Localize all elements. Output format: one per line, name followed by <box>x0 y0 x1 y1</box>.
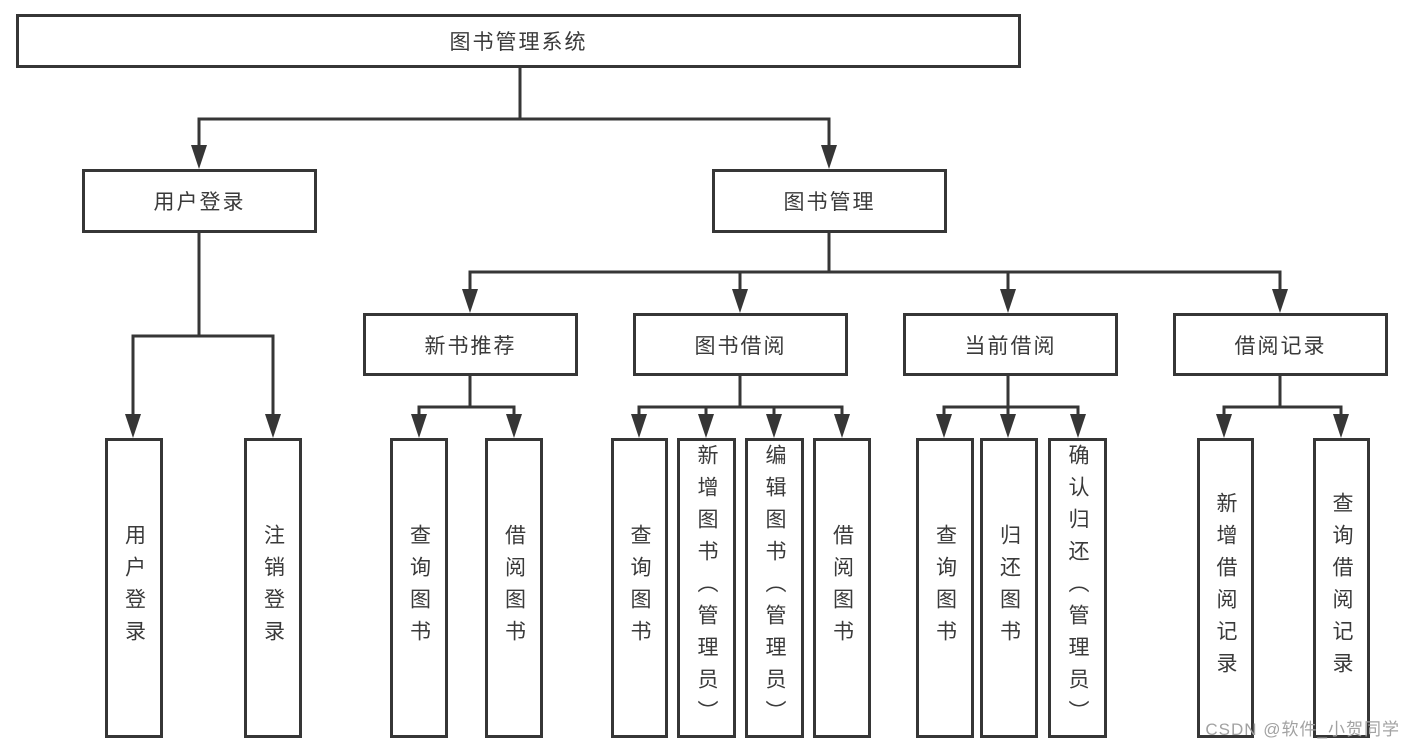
node-root: 图书管理系统 <box>16 14 1021 68</box>
node-user-login: 用户登录 <box>82 169 317 233</box>
arrow-head-icon <box>1000 289 1016 313</box>
arrow-head-icon <box>732 289 748 313</box>
node-leaf-query-book-2: 查询图书 <box>611 438 668 738</box>
node-leaf-user-login: 用户登录 <box>105 438 163 738</box>
node-leaf-confirm-return-admin: 确认归还（管理员） <box>1048 438 1107 738</box>
watermark: CSDN @软件_小贺同学 <box>1205 720 1400 739</box>
node-leaf-borrow-book-1: 借阅图书 <box>485 438 543 738</box>
arrow-head-icon <box>191 145 207 169</box>
arrow-head-icon <box>821 145 837 169</box>
node-leaf-query-book-1: 查询图书 <box>390 438 448 738</box>
node-leaf-add-borrow-record: 新增借阅记录 <box>1197 438 1254 738</box>
arrow-head-icon <box>1000 414 1016 438</box>
node-leaf-logout: 注销登录 <box>244 438 302 738</box>
arrow-head-icon <box>631 414 647 438</box>
node-leaf-query-book-3: 查询图书 <box>916 438 974 738</box>
arrow-head-icon <box>1333 414 1349 438</box>
arrow-head-icon <box>936 414 952 438</box>
arrow-head-icon <box>766 414 782 438</box>
arrow-head-icon <box>1070 414 1086 438</box>
node-book-management: 图书管理 <box>712 169 947 233</box>
arrow-head-icon <box>125 414 141 438</box>
node-leaf-borrow-book-2: 借阅图书 <box>813 438 871 738</box>
arrow-head-icon <box>698 414 714 438</box>
node-leaf-edit-book-admin: 编辑图书（管理员） <box>745 438 804 738</box>
arrow-head-icon <box>1272 289 1288 313</box>
node-borrowing-records: 借阅记录 <box>1173 313 1388 376</box>
node-leaf-return-book: 归还图书 <box>980 438 1038 738</box>
arrow-head-icon <box>265 414 281 438</box>
node-leaf-add-book-admin: 新增图书（管理员） <box>677 438 736 738</box>
node-new-book-recommend: 新书推荐 <box>363 313 578 376</box>
arrow-head-icon <box>1216 414 1232 438</box>
arrow-head-icon <box>462 289 478 313</box>
node-book-borrowing: 图书借阅 <box>633 313 848 376</box>
node-leaf-query-borrow-record: 查询借阅记录 <box>1313 438 1370 738</box>
arrow-head-icon <box>834 414 850 438</box>
arrow-head-icon <box>506 414 522 438</box>
node-current-borrowing: 当前借阅 <box>903 313 1118 376</box>
arrow-head-icon <box>411 414 427 438</box>
